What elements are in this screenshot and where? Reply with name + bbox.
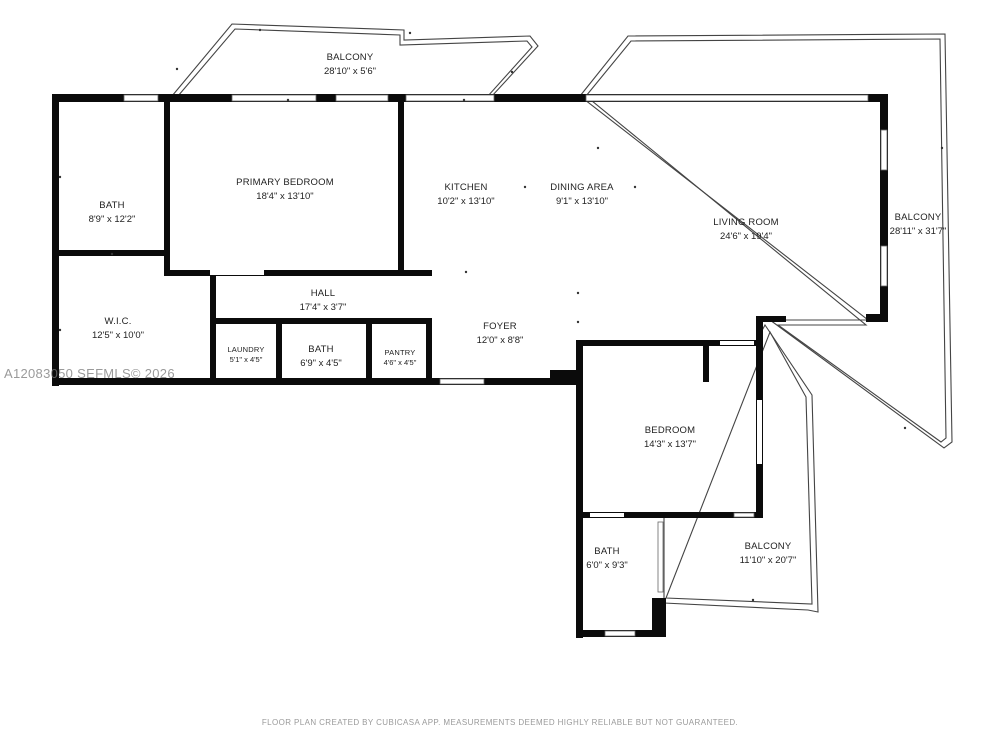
room-name: PRIMARY BEDROOM <box>236 177 334 188</box>
room-dimension: 28'11" x 31'7" <box>890 226 947 237</box>
windows <box>123 94 888 637</box>
footer-disclaimer: FLOOR PLAN CREATED BY CUBICASA APP. MEAS… <box>261 718 739 727</box>
room-dimension: 12'5" x 10'0" <box>92 330 144 341</box>
room-dimension: 6'9" x 4'5" <box>300 358 342 369</box>
room-dimension: 5'1" x 4'5" <box>230 355 263 364</box>
room-dimension: 11'10" x 20'7" <box>740 555 797 566</box>
room-name: FOYER <box>483 321 517 332</box>
room-dimension: 9'1" x 13'10" <box>556 196 608 207</box>
room-name: LIVING ROOM <box>713 217 779 228</box>
balcony-right-outline <box>579 33 953 449</box>
room-name: LAUNDRY <box>227 345 264 354</box>
room-name: BALCONY <box>327 52 374 63</box>
room-dimension: 10'2" x 13'10" <box>437 196 494 207</box>
room-name: KITCHEN <box>444 182 487 193</box>
room-name: BATH <box>594 546 619 557</box>
balcony-lower-outline <box>663 323 819 613</box>
room-dimension: 18'4" x 13'10" <box>256 191 313 202</box>
room-dimension: 28'10" x 5'6" <box>324 66 376 77</box>
balcony-top-outline <box>170 23 539 97</box>
room-name: DINING AREA <box>550 182 614 193</box>
room-name: BEDROOM <box>645 425 696 436</box>
room-dimension: 6'0" x 9'3" <box>586 560 628 571</box>
room-name: BATH <box>99 200 124 211</box>
room-name: HALL <box>311 288 336 299</box>
room-dimension: 14'3" x 13'7" <box>644 439 696 450</box>
room-dimension: 12'0" x 8'8" <box>477 335 524 346</box>
mls-watermark: A12083050 SEFMLS© 2026 <box>4 366 175 381</box>
room-name: W.I.C. <box>104 316 131 327</box>
room-name: BALCONY <box>895 212 942 223</box>
room-dimension: 4'6" x 4'5" <box>384 358 417 367</box>
room-dimension: 8'9" x 12'2" <box>89 214 136 225</box>
room-name: BALCONY <box>745 541 792 552</box>
dimension-ticks <box>58 28 944 602</box>
room-dimension: 17'4" x 3'7" <box>300 302 347 313</box>
room-dimension: 24'6" x 19'4" <box>720 231 772 242</box>
room-name: BATH <box>308 344 333 355</box>
room-labels: BALCONY 28'10" x 5'6" PRIMARY BEDROOM 18… <box>89 52 947 571</box>
room-name: PANTRY <box>385 348 416 357</box>
